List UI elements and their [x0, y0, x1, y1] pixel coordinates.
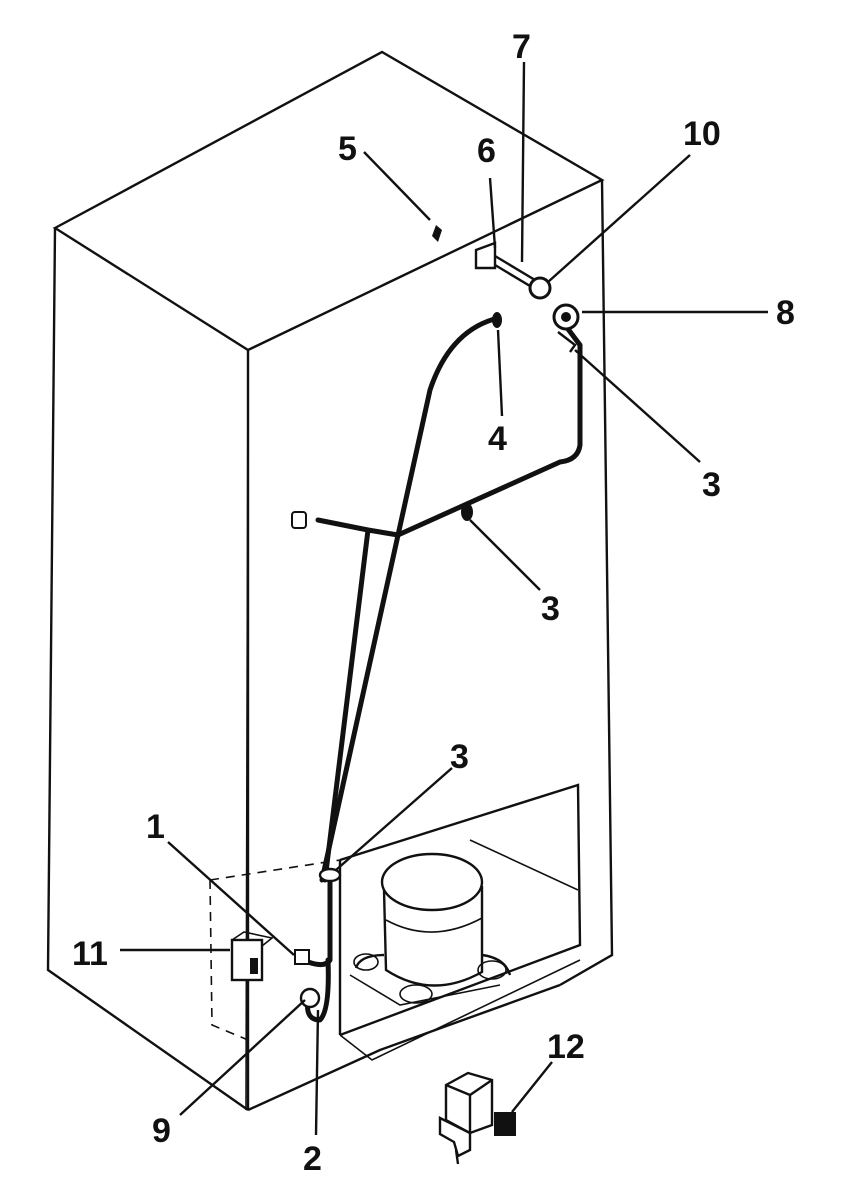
callout-7: 7 — [512, 28, 531, 66]
callout-5: 5 — [338, 130, 357, 168]
water-valve — [438, 1071, 516, 1165]
callout-3-upper-right: 3 — [702, 466, 721, 504]
callout-4: 4 — [488, 420, 507, 458]
compressor-compartment — [209, 783, 582, 1112]
compressor — [349, 852, 512, 1006]
callout-3-lower: 3 — [450, 738, 469, 776]
callout-10: 10 — [683, 115, 721, 153]
callout-8: 8 — [776, 294, 795, 332]
callout-1: 1 — [146, 808, 165, 846]
callout-12: 12 — [547, 1028, 585, 1066]
refrigerator-cabinet — [46, 50, 614, 1111]
leader-lines — [120, 61, 768, 1136]
callout-2: 2 — [303, 1140, 322, 1178]
water-tubing — [305, 315, 583, 1023]
callout-9: 9 — [152, 1112, 171, 1150]
callout-labels: 5 6 7 10 8 4 3 3 3 1 11 9 2 12 — [72, 28, 795, 1178]
callout-11: 11 — [72, 935, 108, 973]
callout-6: 6 — [477, 132, 496, 170]
callout-3-middle: 3 — [541, 590, 560, 628]
fittings — [230, 225, 580, 1009]
